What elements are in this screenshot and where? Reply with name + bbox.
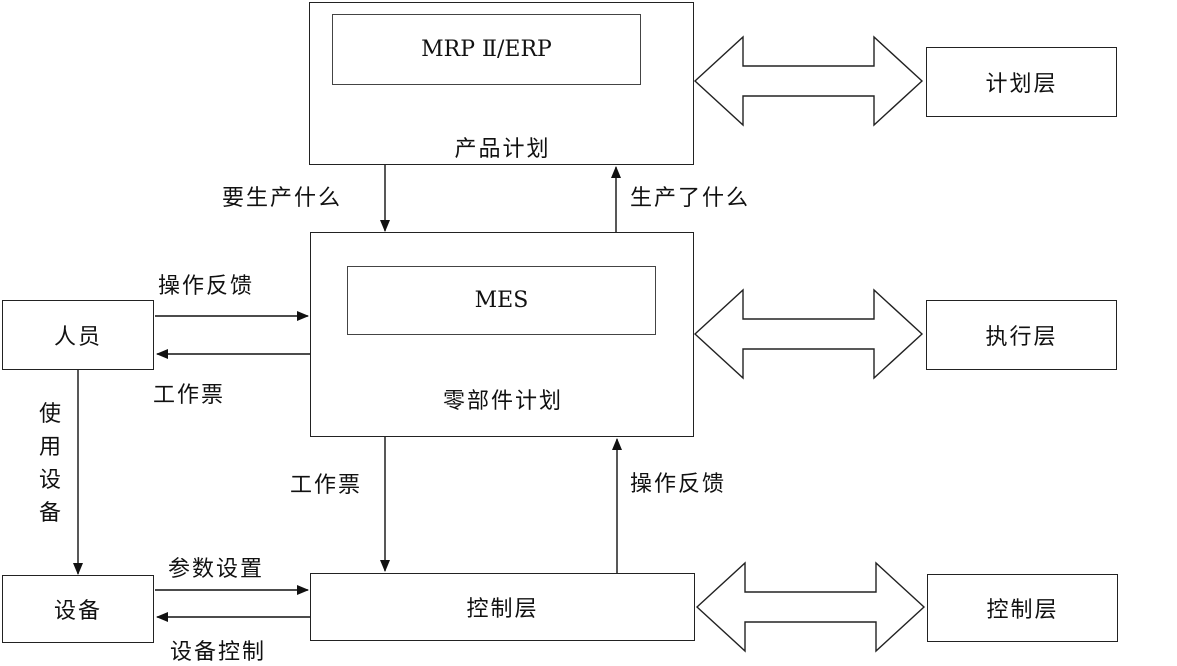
- control-layer-box: 控制层: [927, 574, 1118, 642]
- double-arrow-exec: [693, 288, 924, 380]
- mes-box: MES: [347, 266, 656, 335]
- control-layer-block-label: 控制层: [466, 597, 539, 622]
- component-plan-block: MES 零部件计划: [310, 232, 694, 437]
- plan-layer-box: 计划层: [926, 47, 1117, 117]
- label-what-to-produce: 要生产什么: [222, 186, 343, 211]
- people-box: 人员: [2, 300, 154, 370]
- double-arrow-control: [695, 561, 926, 653]
- label-use-equipment-char: 使: [38, 402, 61, 427]
- plan-layer-label: 计划层: [985, 72, 1058, 97]
- control-layer-label: 控制层: [986, 598, 1059, 623]
- mrp-erp-label: MRP Ⅱ/ERP: [421, 37, 552, 62]
- label-equipment-control: 设备控制: [170, 640, 267, 665]
- label-work-ticket-down: 工作票: [290, 473, 363, 498]
- equipment-box: 设备: [2, 575, 154, 643]
- component-plan-label: 零部件计划: [442, 389, 563, 414]
- control-layer-block: 控制层: [310, 573, 695, 641]
- double-arrow-plan: [693, 35, 924, 127]
- label-what-produced: 生产了什么: [630, 186, 751, 211]
- label-work-ticket-left: 工作票: [153, 383, 226, 408]
- product-plan-block: MRP Ⅱ/ERP 产品计划: [309, 2, 694, 165]
- label-parameter-setting: 参数设置: [168, 557, 265, 582]
- mes-label: MES: [474, 288, 529, 313]
- exec-layer-label: 执行层: [985, 325, 1058, 350]
- mrp-erp-box: MRP Ⅱ/ERP: [332, 14, 641, 85]
- label-use-equipment: 使 用 设 备: [37, 398, 63, 530]
- label-operation-feedback-up: 操作反馈: [630, 472, 727, 497]
- label-operation-feedback-top: 操作反馈: [158, 274, 255, 299]
- people-label: 人员: [53, 325, 102, 350]
- label-use-equipment-char: 设: [38, 468, 61, 493]
- exec-layer-box: 执行层: [926, 300, 1117, 370]
- label-use-equipment-char: 用: [38, 435, 61, 460]
- label-use-equipment-char: 备: [38, 501, 61, 526]
- equipment-label: 设备: [53, 599, 102, 624]
- product-plan-label: 产品计划: [454, 137, 551, 162]
